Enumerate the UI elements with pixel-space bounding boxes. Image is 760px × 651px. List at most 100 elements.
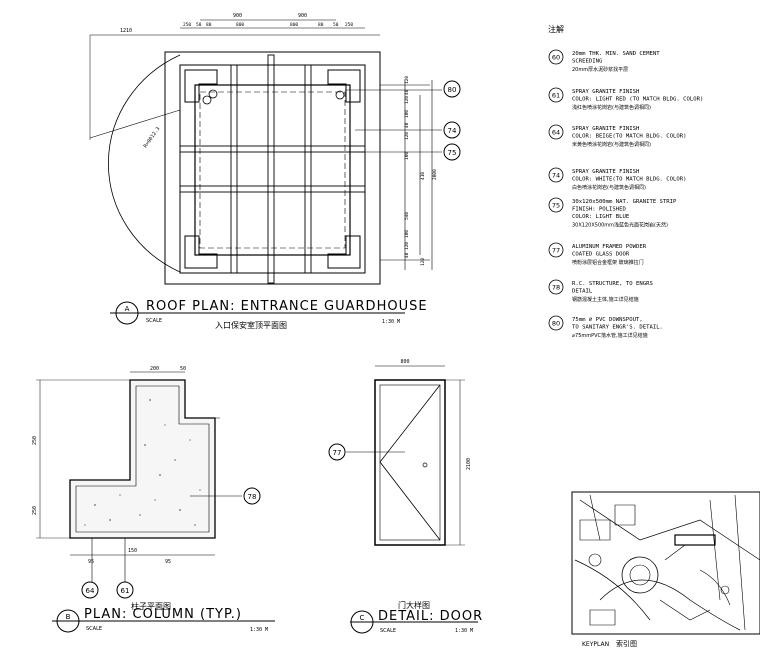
callout-61 [116,581,134,599]
door-height-dim: 2100 [466,458,472,470]
keyplan-label: KEYPLAN [582,641,609,648]
column-title-letter: B [66,613,71,621]
note-tag-bubble [548,124,564,140]
roof-frame [194,84,351,256]
door-leaf [379,384,441,541]
roof-dim-top-3: 1210 [120,28,132,34]
column-dim-bottom-2: 150 [128,548,137,554]
door-frame [374,379,446,546]
callout-80 [443,80,461,98]
door-swing-lines [379,384,441,541]
beam-v3 [304,64,312,274]
roof-callouts [443,80,461,161]
roof-plan [89,19,442,325]
roof-dim-inner-7: 50 [333,22,339,28]
door-handle [422,462,428,468]
corner-column-bl [184,235,218,269]
keyplan-cn-label: 索引图 [616,639,637,648]
note-cn-line: 30X120X500mm浅蓝色光面花岗岩(天然) [572,222,668,229]
corner-column-tl [184,69,218,103]
door-title-letter: C [360,614,365,622]
notes-heading: 注解 [548,24,564,34]
note-line: 30x120x500mm NAT. GRANITE STRIP [572,199,677,205]
roof-dim-r-13: 40 [404,252,410,258]
roof-dim-top-2: 900 [298,13,307,19]
note-line: COLOR: WHITE(TO MATCH BLDG. COLOR) [572,177,687,183]
note-tag: 74 [552,172,560,180]
note-cn-line: ⌀75mmPVC落水管,施工详见结施 [572,332,648,339]
note-line: COLOR: BEIGE(TO MATCH BLDG. COLOR) [572,134,687,140]
roof-dim-inner-2: 50 [196,22,202,28]
door-subtitle: 门大样图 [398,600,430,610]
door-detail [346,365,478,634]
roof-dim-r-2: 40 [404,89,410,95]
note-line: 20mm THK. MIN. SAND CEMENT [572,51,660,57]
roof-dim-inner-1: 250 [183,22,191,28]
callout-64-label: 64 [86,587,95,595]
roof-dim-inner-4: 800 [236,22,244,28]
keyplan-highlight [674,534,716,546]
roof-dim-r-3: 120 [404,96,410,104]
door-width-dim: 800 [400,359,409,365]
note-tag-bubble [548,315,564,331]
column-dim-left-2: 250 [32,506,38,515]
callout-64 [81,581,99,599]
column-outline [69,379,216,539]
roof-dim-r-8: 410 [420,172,426,180]
keyplan-frame [571,491,760,635]
note-cn-line: 白色喷涂花岗岩(与建筑色调相同) [572,184,646,191]
note-line: FINISH: POLISHED [572,207,627,213]
note-tag: 80 [552,320,560,328]
note-cn-line: 浅红色喷涂花岗岩(与建筑色调相同) [572,104,651,111]
roof-scale-label: SCALE [146,318,162,324]
beam-h1 [179,145,366,153]
door-scale: 1:30 M [455,628,473,634]
callout-77 [328,443,346,461]
radius-line [89,109,181,139]
callout-75 [443,143,461,161]
beam-h2 [179,185,366,193]
beam-v1 [230,64,238,274]
note-line: 75mm ⌀ PVC DOWNSPOUT, [572,317,643,323]
beam-v2 [267,54,275,284]
door-title: DETAIL: DOOR [378,609,483,624]
roof-dim-r-7: 100 [404,152,410,160]
roof-dim-inner-6: 80 [318,22,324,28]
note-cn-line: 钢筋混凝土主体,施工详见结施 [572,296,639,303]
callout-77-label: 77 [333,449,342,457]
note-tag-bubble [548,167,564,183]
note-line: SPRAY GRANITE FINISH [572,89,639,95]
roof-dim-top-1: 900 [233,13,242,19]
note-tag-bubble [548,242,564,258]
column-dim-top-2: 50 [180,366,186,372]
corner-column-br [327,235,361,269]
note-line: R.C. STRUCTURE, TO ENGRS [572,281,653,287]
roof-dim-r-10: 540 [404,212,410,220]
roof-dim-r-4: 100 [404,110,410,118]
callout-74-label: 74 [448,127,457,135]
callout-78 [243,487,261,505]
column-dim-bottom-1: 95 [88,559,94,565]
note-tag: 77 [552,247,560,255]
note-line: SPRAY GRANITE FINISH [572,169,639,175]
roof-dim-r-9: 2000 [432,169,438,180]
note-tag-bubble [548,279,564,295]
note-tag-bubble [548,49,564,65]
roof-subtitle: 入口保安室顶平面图 [215,320,287,330]
note-line: TO SANITARY ENGR'S. DETAIL. [572,325,663,331]
callout-80-label: 80 [448,86,457,94]
roof-outline-outer [164,51,381,285]
note-line: COLOR: LIGHT BLUE [572,214,630,220]
callout-61-label: 61 [121,587,130,595]
column-scale: 1:30 M [250,627,268,633]
roof-dim-inner-5: 800 [290,22,298,28]
column-title: PLAN: COLUMN (TYP.) [84,607,242,622]
column-inner [75,385,210,533]
note-line: COATED GLASS DOOR [572,252,630,258]
note-line: DETAIL [572,289,593,295]
radius-arc [108,54,181,273]
roof-dim-inner-3: 80 [206,22,212,28]
roof-dim-r-12: 120 [404,242,410,250]
roof-dim-r-1: 120 [404,76,410,84]
